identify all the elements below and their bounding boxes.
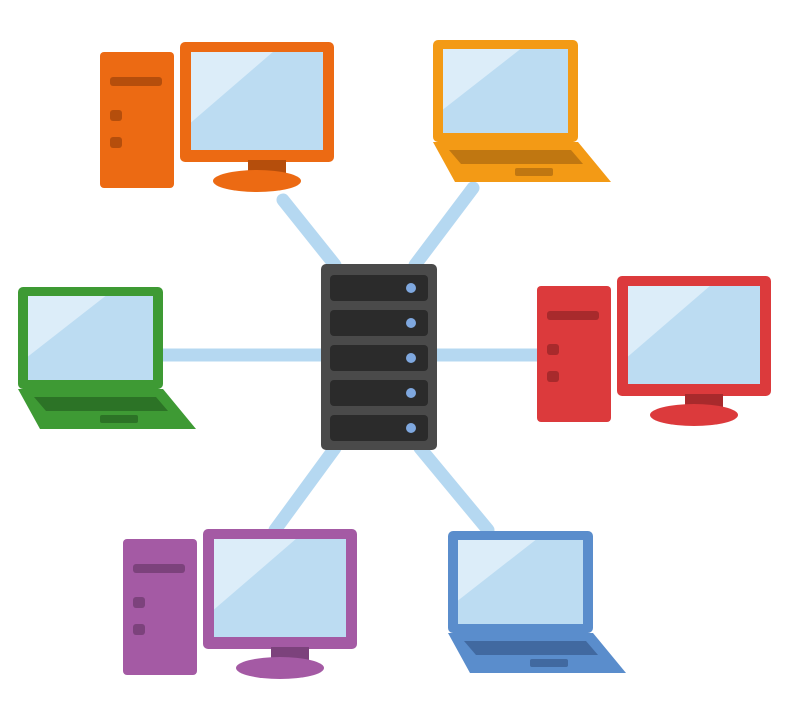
server-bay	[330, 275, 428, 301]
server-led	[406, 388, 416, 398]
server-layer	[321, 264, 437, 450]
devices-layer	[18, 40, 771, 679]
laptop-keyboard	[449, 150, 583, 164]
server-led	[406, 318, 416, 328]
laptop-touchpad	[530, 659, 568, 667]
laptop-keyboard	[464, 641, 598, 655]
monitor-base	[236, 657, 324, 679]
laptop-keyboard	[34, 397, 168, 411]
screen-glare	[28, 296, 106, 357]
link-pc-purple	[268, 441, 342, 537]
link-laptop-blue	[413, 441, 495, 537]
tower-button	[133, 597, 145, 608]
server-led	[406, 423, 416, 433]
laptop-laptop-green	[18, 287, 196, 429]
server-led	[406, 353, 416, 363]
server-led	[406, 283, 416, 293]
laptop-touchpad	[515, 168, 553, 176]
monitor-base	[213, 170, 301, 192]
laptop-laptop-amber	[433, 40, 611, 182]
screen-glare	[191, 52, 273, 123]
links-layer	[155, 181, 547, 537]
desktop-pc-red	[537, 276, 771, 426]
drive-slot	[133, 564, 185, 573]
laptop-laptop-blue	[448, 531, 626, 673]
server-bay	[330, 415, 428, 441]
server-bay	[330, 380, 428, 406]
laptop-touchpad	[100, 415, 138, 423]
server-bay	[330, 310, 428, 336]
link-pc-orange	[276, 193, 342, 272]
server-bay	[330, 345, 428, 371]
server	[321, 264, 437, 450]
monitor-base	[650, 404, 738, 426]
drive-slot	[110, 77, 162, 86]
screen-glare	[458, 540, 536, 601]
link-laptop-amber	[408, 181, 480, 272]
desktop-pc-orange	[100, 42, 334, 192]
tower-button	[110, 110, 122, 121]
tower-button	[133, 624, 145, 635]
tower-button	[547, 344, 559, 355]
desktop-pc-purple	[123, 529, 357, 679]
tower-button	[547, 371, 559, 382]
tower-button	[110, 137, 122, 148]
drive-slot	[547, 311, 599, 320]
